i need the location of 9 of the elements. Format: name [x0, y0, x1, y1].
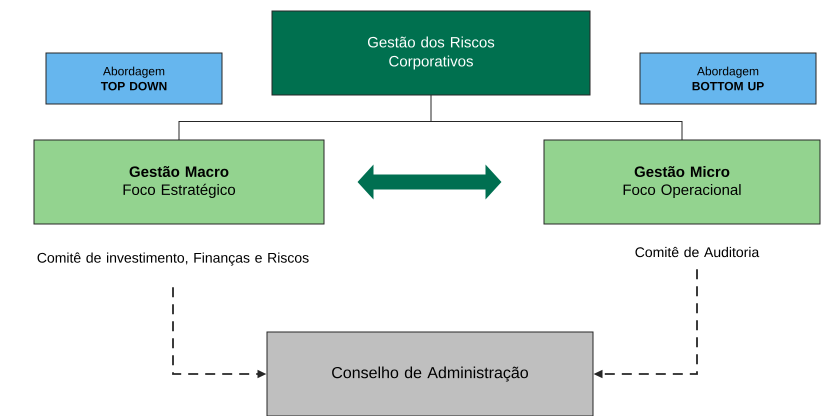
- approach-box: Abordagem TOP DOWN: [46, 52, 222, 104]
- title-box: Gestão dos Riscos Corporativos: [272, 10, 590, 96]
- management-box: Gestão Micro Foco Operacional: [544, 140, 820, 224]
- board-box: Conselho de Administração: [266, 332, 594, 416]
- management-box: Gestão Macro Foco Estratégico: [34, 140, 324, 224]
- committee-label: Comitê de Auditoria: [635, 246, 760, 258]
- approach-box: Abordagem BOTTOM UP: [640, 52, 816, 104]
- connector-line: [430, 95, 682, 140]
- committee-label: Comitê de investimento, Finanças e Riscos: [38, 252, 309, 266]
